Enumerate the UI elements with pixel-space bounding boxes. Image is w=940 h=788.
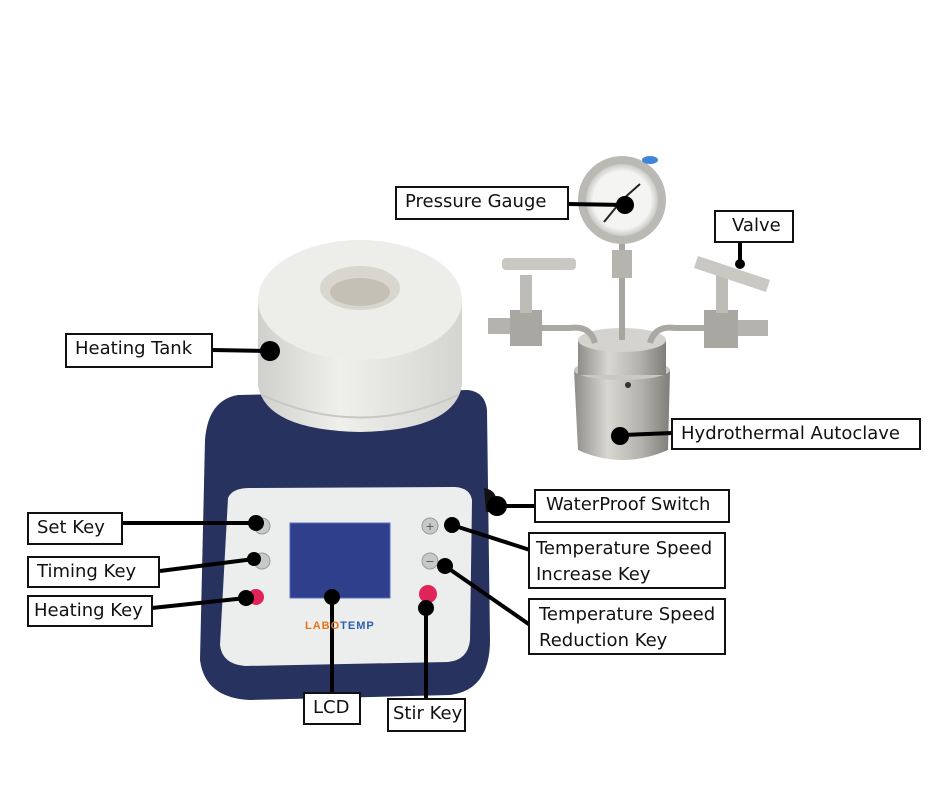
lcd-screen (289, 522, 391, 599)
label-pressure-gauge: Pressure Gauge (395, 186, 569, 220)
callouts (122, 196, 745, 700)
label-stir-key: Stir Key (387, 698, 466, 732)
left-valve (510, 310, 542, 346)
label-heating-tank: Heating Tank (65, 333, 213, 368)
svg-text:−: − (425, 555, 434, 568)
temp-speed-reduction-key[interactable] (421, 552, 439, 570)
label-waterproof-switch: WaterProof Switch (534, 489, 730, 523)
heating-tank (258, 240, 462, 432)
label-temp-speed-increase-key: Temperature Speed Increase Key (528, 532, 726, 589)
label-hydrothermal-autoclave: Hydrothermal Autoclave (671, 418, 921, 450)
label-valve: Valve (714, 210, 794, 243)
stirrer-base: + − (200, 390, 496, 700)
label-set-key: Set Key (27, 512, 123, 545)
label-timing-key: Timing Key (27, 556, 160, 588)
svg-text:+: + (425, 520, 434, 533)
right-valve (704, 310, 738, 348)
label-temp-speed-reduction-key: Temperature Speed Reduction Key (528, 598, 726, 655)
label-lcd: LCD (303, 692, 361, 725)
brand-logo: LABOTEMP (305, 620, 375, 632)
temp-speed-increase-key[interactable] (421, 517, 439, 535)
label-heating-key: Heating Key (27, 595, 153, 627)
stir-key[interactable] (419, 585, 437, 603)
